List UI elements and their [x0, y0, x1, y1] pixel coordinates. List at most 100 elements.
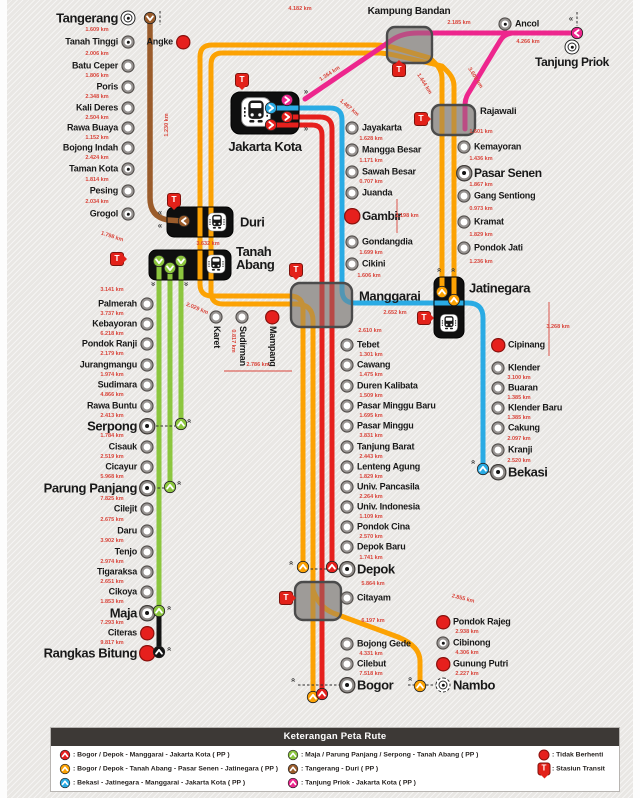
station-marker-rangkas-bitung — [140, 646, 154, 660]
station-marker-cilejit — [141, 503, 153, 515]
station-label-jurangmangu: Jurangmangu — [79, 359, 138, 370]
line-bekasi-line — [269, 105, 486, 469]
legend-symbol-tidak-berhenti-label: : Tidak Berhenti — [552, 751, 604, 759]
station-label-pondok-ranji: Pondok Ranji — [81, 338, 137, 349]
station-marker-nambo — [435, 677, 451, 693]
station-marker-lenteng-agung — [341, 461, 353, 473]
station-label-klender-baru: Klender Baru — [508, 402, 563, 413]
distance-label-63: 6.218 km — [100, 331, 124, 337]
distance-label-73: 3.902 km — [100, 538, 124, 544]
station-label-tanjung-barat: Tanjung Barat — [357, 441, 415, 452]
distance-label-0: 1.609 km — [85, 27, 109, 33]
distance-label-19: 1.171 km — [359, 158, 383, 164]
station-marker-depok — [340, 562, 354, 576]
legend-symbol-tidak-berhenti-icon — [539, 750, 549, 760]
station-label-kemayoran: Kemayoran — [474, 141, 522, 152]
station-box-border-tanah-abang — [148, 249, 232, 281]
terminal-chevron-icon — [325, 560, 339, 574]
distance-label-71: 7.825 km — [100, 496, 124, 502]
station-label-cilebut: Cilebut — [357, 658, 387, 669]
station-marker-bojong-indah — [122, 142, 134, 154]
direction-mark-icon: « — [469, 459, 478, 465]
direction-mark-icon: « — [165, 605, 174, 611]
station-label-kampung-bandan: Kampung Bandan — [367, 6, 451, 17]
distance-label-18: 1.628 km — [359, 136, 383, 142]
station-marker-mangga-besar — [346, 144, 358, 156]
legend-route-orange-label: : Bogor / Depok - Tanah Abang - Pasar Se… — [73, 765, 278, 773]
station-label-univ-indonesia: Univ. Indonesia — [357, 501, 420, 512]
station-marker-pondok-jati — [458, 242, 470, 254]
legend-route-blue-label: : Bekasi - Jatinegara - Manggarai - Jaka… — [73, 779, 246, 787]
station-marker-jayakarta — [346, 122, 358, 134]
distance-label-57: 1.385 km — [507, 395, 531, 401]
station-label-pondok-jati: Pondok Jati — [474, 242, 523, 253]
distance-label-20: 0.707 km — [359, 179, 383, 185]
station-box-overlay-manggarai — [289, 281, 354, 329]
legend-route-brown-label: : Tangerang - Duri ( PP ) — [301, 765, 379, 773]
distance-label-13: 1.487 km — [338, 98, 360, 118]
station-label-tanah-tinggi: Tanah Tinggi — [65, 36, 118, 47]
station-label-cicayur: Cicayur — [105, 461, 137, 472]
distance-label-48: 6.197 km — [361, 618, 385, 624]
transit-station-pin: T — [417, 311, 431, 325]
direction-mark-icon: « — [157, 221, 163, 230]
direction-mark-icon: « — [289, 677, 298, 683]
station-label-tanah-abang: Tanah Abang — [236, 243, 275, 272]
station-marker-pondok-rajeg — [437, 616, 449, 628]
distance-label-9: 1.798 km — [100, 230, 124, 244]
station-label-cisauk: Cisauk — [108, 441, 138, 452]
transit-station-pin: T — [167, 193, 181, 207]
station-marker-taman-kota — [122, 163, 134, 175]
station-marker-palmerah — [141, 298, 153, 310]
terminal-chevron-icon — [296, 560, 310, 574]
station-label-bojong-gede: Bojong Gede — [357, 638, 411, 649]
distance-label-30: 3.632 km — [196, 241, 220, 247]
station-label-duren-kalibata: Duren Kalibata — [357, 380, 418, 391]
station-label-tigaraksa: Tigaraksa — [96, 566, 137, 577]
station-label-pasar-minggu-baru: Pasar Minggu Baru — [357, 400, 436, 411]
terminal-chevron-icon — [264, 101, 278, 115]
train-icon — [207, 212, 227, 232]
station-label-cikoya: Cikoya — [108, 586, 138, 597]
terminal-chevron-icon — [280, 93, 294, 107]
station-label-sawah-besar: Sawah Besar — [362, 166, 416, 177]
station-marker-parung-panjang — [140, 481, 154, 495]
distance-label-24: 1.601 km — [469, 129, 493, 135]
station-marker-rawa-buntu — [141, 400, 153, 412]
direction-mark-icon: « — [568, 14, 574, 23]
station-marker-kemayoran — [458, 141, 470, 153]
station-label-rawa-buntu: Rawa Buntu — [86, 400, 137, 411]
distance-label-45: 2.570 km — [359, 534, 383, 540]
station-marker-cikini — [346, 258, 358, 270]
legend-symbol-stasiun-transit-label: : Stasiun Transit — [552, 765, 605, 773]
station-label-klender: Klender — [508, 362, 541, 373]
direction-mark-icon: » — [303, 124, 309, 133]
transit-station-pin: T — [392, 63, 406, 77]
station-marker-batu-ceper — [122, 60, 134, 72]
station-marker-kramat — [458, 216, 470, 228]
station-label-bekasi: Bekasi — [508, 464, 548, 480]
station-marker-buaran — [492, 382, 504, 394]
station-marker-duren-kalibata — [341, 380, 353, 392]
direction-mark-icon: « — [287, 560, 296, 566]
train-icon — [206, 254, 226, 274]
transit-station-pin: T — [414, 112, 428, 126]
station-marker-klender-baru — [492, 402, 504, 414]
distance-label-6: 2.424 km — [85, 155, 109, 161]
legend-route-red-label: : Bogor / Depok - Manggarai - Jakarta Ko… — [73, 751, 230, 759]
distance-label-28: 1.829 km — [469, 232, 493, 238]
distance-label-23: 1.606 km — [357, 273, 381, 279]
station-marker-cibinong — [437, 637, 449, 649]
station-label-cibinong: Cibinong — [453, 637, 491, 648]
station-label-rajawali: Rajawali — [480, 106, 517, 118]
station-marker-sawah-besar — [346, 166, 358, 178]
distance-label-53: 4.306 km — [455, 650, 479, 656]
legend-title: Keterangan Peta Rute — [51, 728, 619, 746]
distance-label-74: 2.974 km — [100, 559, 124, 565]
station-label-juanda: Juanda — [362, 187, 393, 198]
station-label-depok: Depok — [357, 561, 395, 577]
station-label-gunung-putri: Gunung Putri — [453, 658, 509, 669]
terminal-chevron-icon — [152, 604, 166, 618]
terminal-chevron-icon — [163, 480, 177, 494]
train-icon — [240, 96, 272, 128]
